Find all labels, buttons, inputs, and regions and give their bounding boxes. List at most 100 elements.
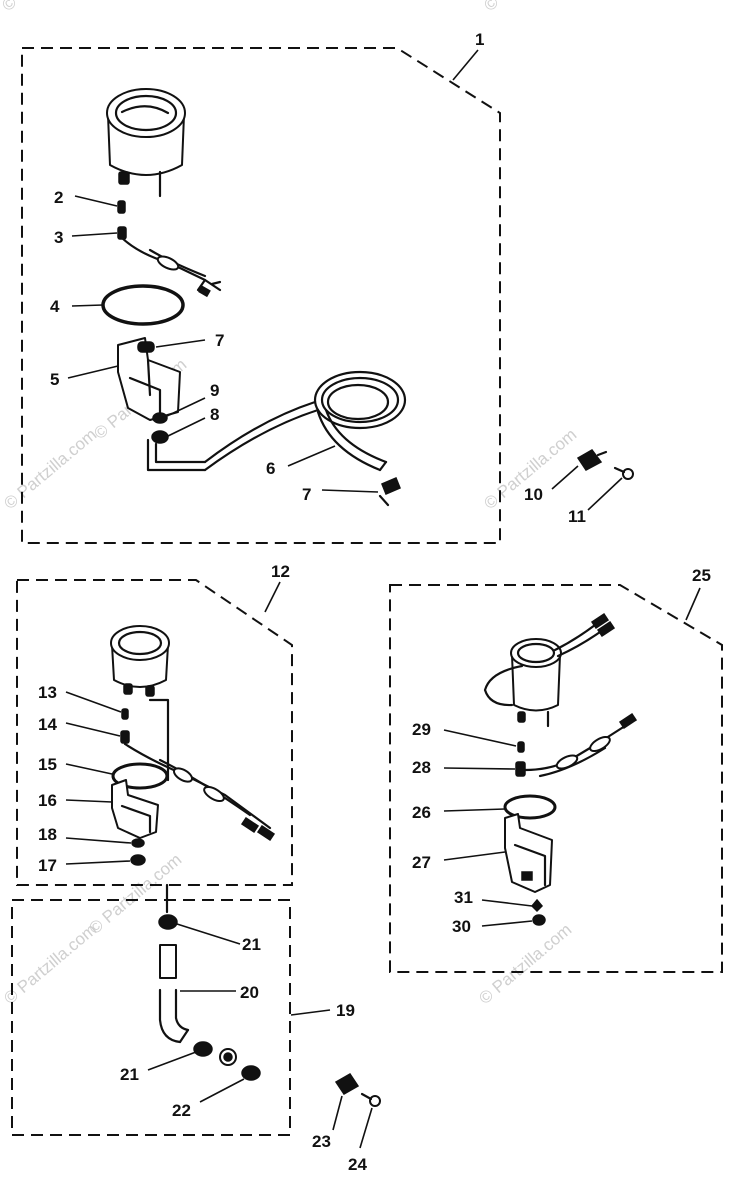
leader-25 <box>685 587 701 621</box>
callout-26: 26 <box>412 803 431 822</box>
assembly-12: 12 13 14 15 16 <box>16 562 293 886</box>
callout-2: 2 <box>54 188 63 207</box>
assembly-19: 19 21 20 21 22 <box>11 883 355 1136</box>
leader-23 <box>332 1095 343 1131</box>
leader-12 <box>264 581 281 613</box>
leader-1 <box>452 49 479 81</box>
callout-7a: 7 <box>215 331 224 350</box>
leader-31 <box>481 899 533 907</box>
leader-16 <box>65 799 113 803</box>
part-8 <box>151 430 169 444</box>
part-9 <box>152 412 168 424</box>
leader-8 <box>167 417 206 437</box>
part-21-lower <box>193 1041 237 1066</box>
leader-4 <box>71 304 104 307</box>
callout-30: 30 <box>452 917 471 936</box>
leader-24 <box>359 1107 373 1149</box>
parts-10-11: 10 11 <box>524 449 634 526</box>
callout-21a: 21 <box>242 935 261 954</box>
part-27 <box>504 813 553 893</box>
part-15 <box>111 762 169 790</box>
callout-3: 3 <box>54 228 63 247</box>
gauge-25 <box>483 612 616 728</box>
assembly-1-outline <box>21 47 501 544</box>
callout-15: 15 <box>38 755 57 774</box>
part-18 <box>131 838 145 848</box>
part-30 <box>532 914 546 926</box>
leader-6 <box>287 445 336 467</box>
callout-18: 18 <box>38 825 57 844</box>
callout-31: 31 <box>454 888 473 907</box>
leader-14 <box>65 722 121 737</box>
watermark: © Partzilla.com <box>0 0 98 15</box>
callout-28: 28 <box>412 758 431 777</box>
callout-21b: 21 <box>120 1065 139 1084</box>
part-13 <box>121 708 129 720</box>
callout-5: 5 <box>50 370 59 389</box>
watermark: © Partzilla.com <box>475 920 575 1008</box>
part-17 <box>130 854 146 866</box>
part-2 <box>117 200 126 214</box>
leader-28 <box>443 767 516 770</box>
callout-19: 19 <box>336 1001 355 1020</box>
leader-17 <box>65 860 131 865</box>
leader-9 <box>166 397 206 417</box>
part-7-clip <box>137 341 155 353</box>
callout-1: 1 <box>475 30 484 49</box>
part-28 <box>515 712 638 778</box>
gauge-1 <box>106 88 186 198</box>
callout-27: 27 <box>412 853 431 872</box>
callout-12: 12 <box>271 562 290 581</box>
part-3 <box>117 226 222 298</box>
callout-17: 17 <box>38 856 57 875</box>
leader-5 <box>67 365 119 379</box>
watermark: © Partzilla.com <box>0 425 100 513</box>
assembly-19-outline <box>11 899 291 1136</box>
callout-24: 24 <box>348 1155 367 1174</box>
watermark: © Partzilla.com <box>480 0 580 15</box>
assembly-1: 1 2 3 4 <box>21 30 501 544</box>
leader-7a <box>155 339 206 348</box>
leader-11 <box>587 477 623 511</box>
leader-21b <box>147 1051 197 1071</box>
callout-13: 13 <box>38 683 57 702</box>
leader-10 <box>551 465 579 490</box>
callout-20: 20 <box>240 983 259 1002</box>
callout-11: 11 <box>568 507 586 526</box>
callout-14: 14 <box>38 715 57 734</box>
leader-2 <box>74 195 118 207</box>
leader-19 <box>290 1009 331 1016</box>
leader-27 <box>443 851 506 861</box>
callout-4: 4 <box>50 297 60 316</box>
callout-23: 23 <box>312 1132 331 1151</box>
callout-22: 22 <box>172 1101 191 1120</box>
leader-30 <box>481 920 533 927</box>
assembly-25: 25 29 28 26 <box>389 566 723 973</box>
part-22 <box>241 1065 261 1081</box>
part-29 <box>517 741 525 753</box>
leader-21a <box>176 923 241 945</box>
callout-25: 25 <box>692 566 711 585</box>
leader-29 <box>443 729 517 747</box>
parts-23-24: 23 24 <box>312 1073 381 1174</box>
watermarks: © Partzilla.com © Partzilla.com © Partzi… <box>0 0 580 1008</box>
assembly-12-outline <box>16 579 293 886</box>
part-4 <box>101 284 185 326</box>
part-21-upper <box>158 914 178 930</box>
part-26 <box>503 794 557 820</box>
callout-9: 9 <box>210 381 219 400</box>
part-6 <box>146 370 407 472</box>
callout-6: 6 <box>266 459 275 478</box>
leader-18 <box>65 837 132 844</box>
part-20 <box>158 944 190 1044</box>
leader-15 <box>65 763 113 775</box>
gauge-12 <box>110 625 170 782</box>
leader-26 <box>443 808 506 812</box>
callout-16: 16 <box>38 791 57 810</box>
part-31 <box>530 898 544 913</box>
part-14 <box>120 730 276 842</box>
assembly-25-outline <box>389 584 723 973</box>
watermark: © Partzilla.com <box>0 920 100 1008</box>
callout-8: 8 <box>210 405 219 424</box>
